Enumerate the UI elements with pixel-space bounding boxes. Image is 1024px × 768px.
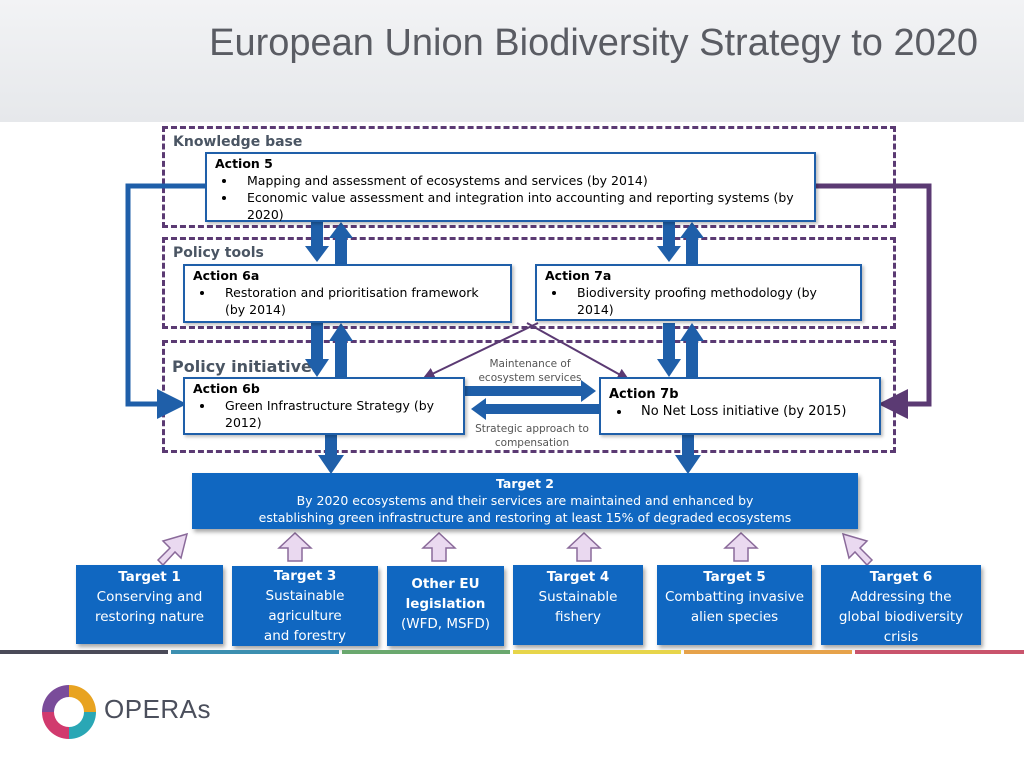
action6a-heading: Action 6a [193,268,260,283]
target5-heading: Target 5 [703,569,766,585]
action5-box: Action 5 Mapping and assessment of ecosy… [205,152,816,222]
action6a-box: Action 6a Restoration and prioritisation… [183,264,512,323]
up-arrow-target6 [841,532,874,567]
target4-body: Sustainable fishery [538,589,618,625]
action6b-item-1: Green Infrastructure Strategy (by 2012) [215,397,455,431]
target6-body: Addressing the global biodiversity crisi… [838,589,964,645]
action7b-list: No Net Loss initiative (by 2015) [609,403,871,420]
action7b-box: Action 7b No Net Loss initiative (by 201… [599,377,881,435]
cross-arrow-to-6b [422,322,539,379]
action7a-item-1: Biodiversity proofing methodology (by 20… [567,284,852,318]
target3-box: Target 3 Sustainable agriculture and for… [232,566,378,646]
right-feedback-arrow [815,183,932,419]
action7a-heading: Action 7a [545,268,612,283]
action5-item-2: Economic value assessment and integratio… [237,189,806,223]
compensation-flow-label: Strategic approach to compensation [475,423,589,449]
policy-tools-label: Policy tools [173,245,264,261]
target6-heading: Target 6 [869,569,933,585]
footer-stripe-6 [855,650,1024,654]
action6b-box: Action 6b Green Infrastructure Strategy … [183,377,465,435]
target1-heading: Target 1 [118,569,181,585]
action6a-item-1: Restoration and prioritisation framework… [215,284,502,318]
footer-stripe-4 [513,650,681,654]
target1-body: Conserving and restoring nature [94,589,205,625]
target2-line1: By 2020 ecosystems and their services ar… [296,493,754,508]
action6a-list: Restoration and prioritisation framework… [193,284,502,318]
action6b-heading: Action 6b [193,381,260,396]
left-feedback-arrow [125,183,205,419]
target1-box: Target 1 Conserving and restoring nature [76,565,223,644]
action6b-list: Green Infrastructure Strategy (by 2012) [193,397,455,431]
slide-header [0,0,1024,122]
up-arrow-target4 [566,531,602,562]
target2-heading: Target 2 [496,476,554,491]
target3-heading: Target 3 [273,568,337,584]
footer-stripe-5 [684,650,852,654]
up-arrow-other-eu [421,531,457,562]
footer-stripe-1 [0,650,168,654]
footer-stripe-2 [171,650,339,654]
target6-box: Target 6 Addressing the global biodivers… [821,565,981,645]
up-arrow-target3 [277,531,313,562]
operas-logo-mark [42,685,96,739]
action7b-item-1: No Net Loss initiative (by 2015) [631,403,871,420]
target3-body: Sustainable agriculture and forestry [263,588,347,644]
target5-box: Target 5 Combatting invasive alien speci… [657,565,812,645]
slide-title: European Union Biodiversity Strategy to … [209,22,978,64]
other-eu-legislation-box: Other EU legislation (WFD, MSFD) [387,566,504,646]
knowledge-base-section [162,126,896,228]
policy-initiatives-label: Policy initiatives [172,357,322,376]
target2-line2: establishing green infrastructure and re… [258,510,792,525]
other-eu-legislation-heading: Other EU legislation [405,576,486,612]
knowledge-base-label: Knowledge base [173,134,303,150]
action5-heading: Action 5 [215,156,273,171]
target4-box: Target 4 Sustainable fishery [513,565,643,645]
action7a-box: Action 7a Biodiversity proofing methodol… [535,264,862,321]
operas-logo-text: OPERAs [104,694,212,724]
target4-heading: Target 4 [546,569,610,585]
action5-list: Mapping and assessment of ecosystems and… [215,172,806,223]
target5-body: Combatting invasive alien species [664,589,805,625]
target2-box: Target 2 By 2020 ecosystems and their se… [192,473,858,529]
cross-arrow-to-7b [526,322,630,380]
up-arrow-target1 [156,532,189,567]
action7b-heading: Action 7b [609,387,679,402]
other-eu-legislation-body: (WFD, MSFD) [400,616,490,632]
up-arrow-target5 [723,531,759,562]
action7a-list: Biodiversity proofing methodology (by 20… [545,284,852,318]
maintenance-flow-label: Maintenance of ecosystem services [478,358,582,384]
footer-stripe-3 [342,650,510,654]
action5-item-1: Mapping and assessment of ecosystems and… [237,172,806,189]
